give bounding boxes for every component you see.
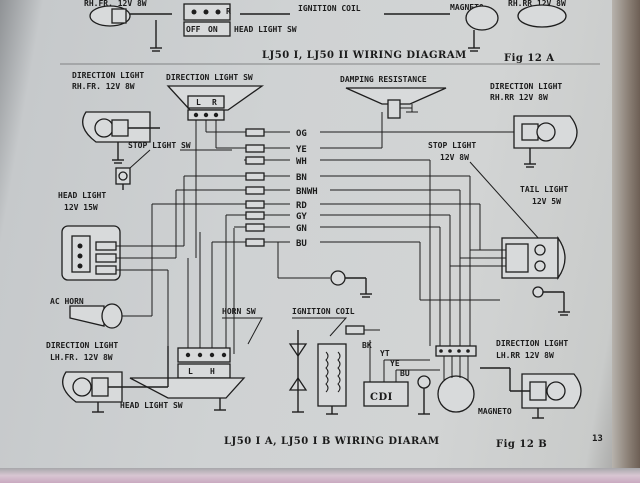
- cdi: BK YT YE BU CDI: [362, 340, 440, 415]
- wire-code-gn: GN: [296, 224, 307, 234]
- dir-light-rh-rr: DIRECTION LIGHT RH.RR 12V 8W: [490, 82, 578, 168]
- top-sw-r: R: [226, 7, 231, 16]
- dir-light-sw-label: DIRECTION LIGHT SW: [166, 73, 253, 82]
- page-edge-right: [612, 0, 640, 483]
- horn-sw: HORN SW: [222, 214, 263, 354]
- top-figure-label: Fig 12 A: [504, 53, 555, 64]
- cdi-label: CDI: [370, 392, 393, 403]
- dir-sw-r: R: [212, 98, 217, 107]
- stop-light-sw-label: STOP LIGHT SW: [128, 141, 191, 150]
- wire-code-bu: BU: [296, 239, 307, 249]
- wire-code-gy: GY: [296, 212, 307, 222]
- hl-sw-l: L: [188, 367, 193, 376]
- top-magneto-label: MAGNETO: [450, 3, 484, 12]
- stop-light-sw: STOP LIGHT SW: [115, 141, 232, 190]
- dir-light-lh-rr-title: DIRECTION LIGHT: [496, 339, 568, 348]
- damping-resistance-label: DAMPING RESISTANCE: [340, 75, 427, 84]
- head-light-sw: L H HEAD LIGHT SW: [120, 232, 246, 411]
- ac-horn-label: AC HORN: [50, 297, 84, 306]
- stop-light-label: STOP LIGHT: [428, 141, 476, 150]
- dir-light-lh-fr-spec: LH.FR. 12V 8W: [50, 353, 113, 362]
- ye-label: YE: [390, 359, 400, 368]
- tail-light-label: TAIL LIGHT: [520, 185, 568, 194]
- dir-light-lh-rr-spec: LH.RR 12V 8W: [496, 351, 554, 360]
- wire-code-wh: WH: [296, 157, 307, 167]
- ignition-coil: IGNITION COIL: [288, 307, 380, 415]
- connector-bank: OG YE WH BN BNWH RD GY GN BU: [244, 112, 520, 346]
- bu-label: BU: [400, 369, 410, 378]
- top-on-label: ON: [208, 25, 218, 34]
- tail-light: TAIL LIGHT 12V 5W: [450, 185, 570, 316]
- ignition-coil-label: IGNITION COIL: [292, 307, 355, 316]
- horn-sw-label: HORN SW: [222, 307, 256, 316]
- dir-light-sw: DIRECTION LIGHT SW L R: [166, 73, 265, 258]
- damping-resistance: DAMPING RESISTANCE: [340, 75, 447, 119]
- tail-light-spec: 12V 5W: [532, 197, 561, 206]
- head-light-sw-label: HEAD LIGHT SW: [120, 401, 183, 410]
- page-edge-bottom: [0, 468, 640, 483]
- magneto-label: MAGNETO: [478, 407, 512, 416]
- dir-light-rh-rr-spec: RH.RR 12V 8W: [490, 93, 548, 102]
- dir-light-lh-fr: DIRECTION LIGHT LH.FR. 12V 8W: [46, 341, 169, 413]
- top-ignition-coil-label: IGNITION COIL: [298, 4, 361, 13]
- bu-ground: [264, 241, 372, 298]
- top-rh-rr-label: RH.RR 12V 8W: [508, 0, 566, 8]
- head-light-spec: 12V 15W: [64, 203, 98, 212]
- hl-sw-h: H: [210, 367, 215, 376]
- top-magneto: [465, 5, 499, 31]
- top-rh-fr-lamp-socket: [111, 8, 127, 24]
- dir-sw-l: L: [196, 98, 201, 107]
- top-rh-fr-label: RH.FR. 12V 8W: [84, 0, 147, 8]
- top-off-on-box: [183, 21, 231, 37]
- footer-title: LJ50 I A, LJ50 I B WIRING DIARAM: [224, 436, 440, 447]
- dir-light-rh-rr-title: DIRECTION LIGHT: [490, 82, 562, 91]
- dir-light-rh-fr: DIRECTION LIGHT RH.FR. 12V 8W: [72, 71, 160, 164]
- stop-light: STOP LIGHT 12V 8W: [428, 141, 541, 241]
- top-rh-rr-lamp: [517, 4, 567, 28]
- wire-code-og: OG: [296, 129, 307, 139]
- wire-code-rd: RD: [296, 201, 307, 211]
- wire-code-bnwh: BNWH: [296, 187, 318, 197]
- top-head-light-sw-label: HEAD LIGHT SW: [234, 25, 297, 34]
- magneto: MAGNETO: [435, 345, 512, 416]
- page-number: 13: [592, 434, 603, 444]
- dir-light-rh-fr-title: DIRECTION LIGHT: [72, 71, 144, 80]
- top-off-label: OFF: [186, 25, 201, 34]
- yt-label: YT: [380, 349, 390, 358]
- dir-light-rh-fr-spec: RH.FR. 12V 8W: [72, 82, 135, 91]
- head-light-label: HEAD LIGHT: [58, 191, 106, 200]
- top-diagram-title: LJ50 I, LJ50 II WIRING DIAGRAM: [262, 50, 467, 61]
- top-fragment: RH.FR. 12V 8W R OFF ON HEAD LIGHT SW IGN…: [60, 0, 600, 65]
- ac-horn: AC HORN: [50, 203, 244, 329]
- dir-light-lh-rr: DIRECTION LIGHT LH.RR 12V 8W: [480, 339, 582, 419]
- dir-light-lh-fr-title: DIRECTION LIGHT: [46, 341, 118, 350]
- footer-figure: Fig 12 B: [496, 439, 547, 450]
- bk-label: BK: [362, 341, 372, 350]
- head-light: HEAD LIGHT 12V 15W: [58, 175, 244, 346]
- wire-code-bn: BN: [296, 173, 307, 183]
- wire-code-ye: YE: [296, 145, 307, 155]
- stop-light-spec: 12V 8W: [440, 153, 469, 162]
